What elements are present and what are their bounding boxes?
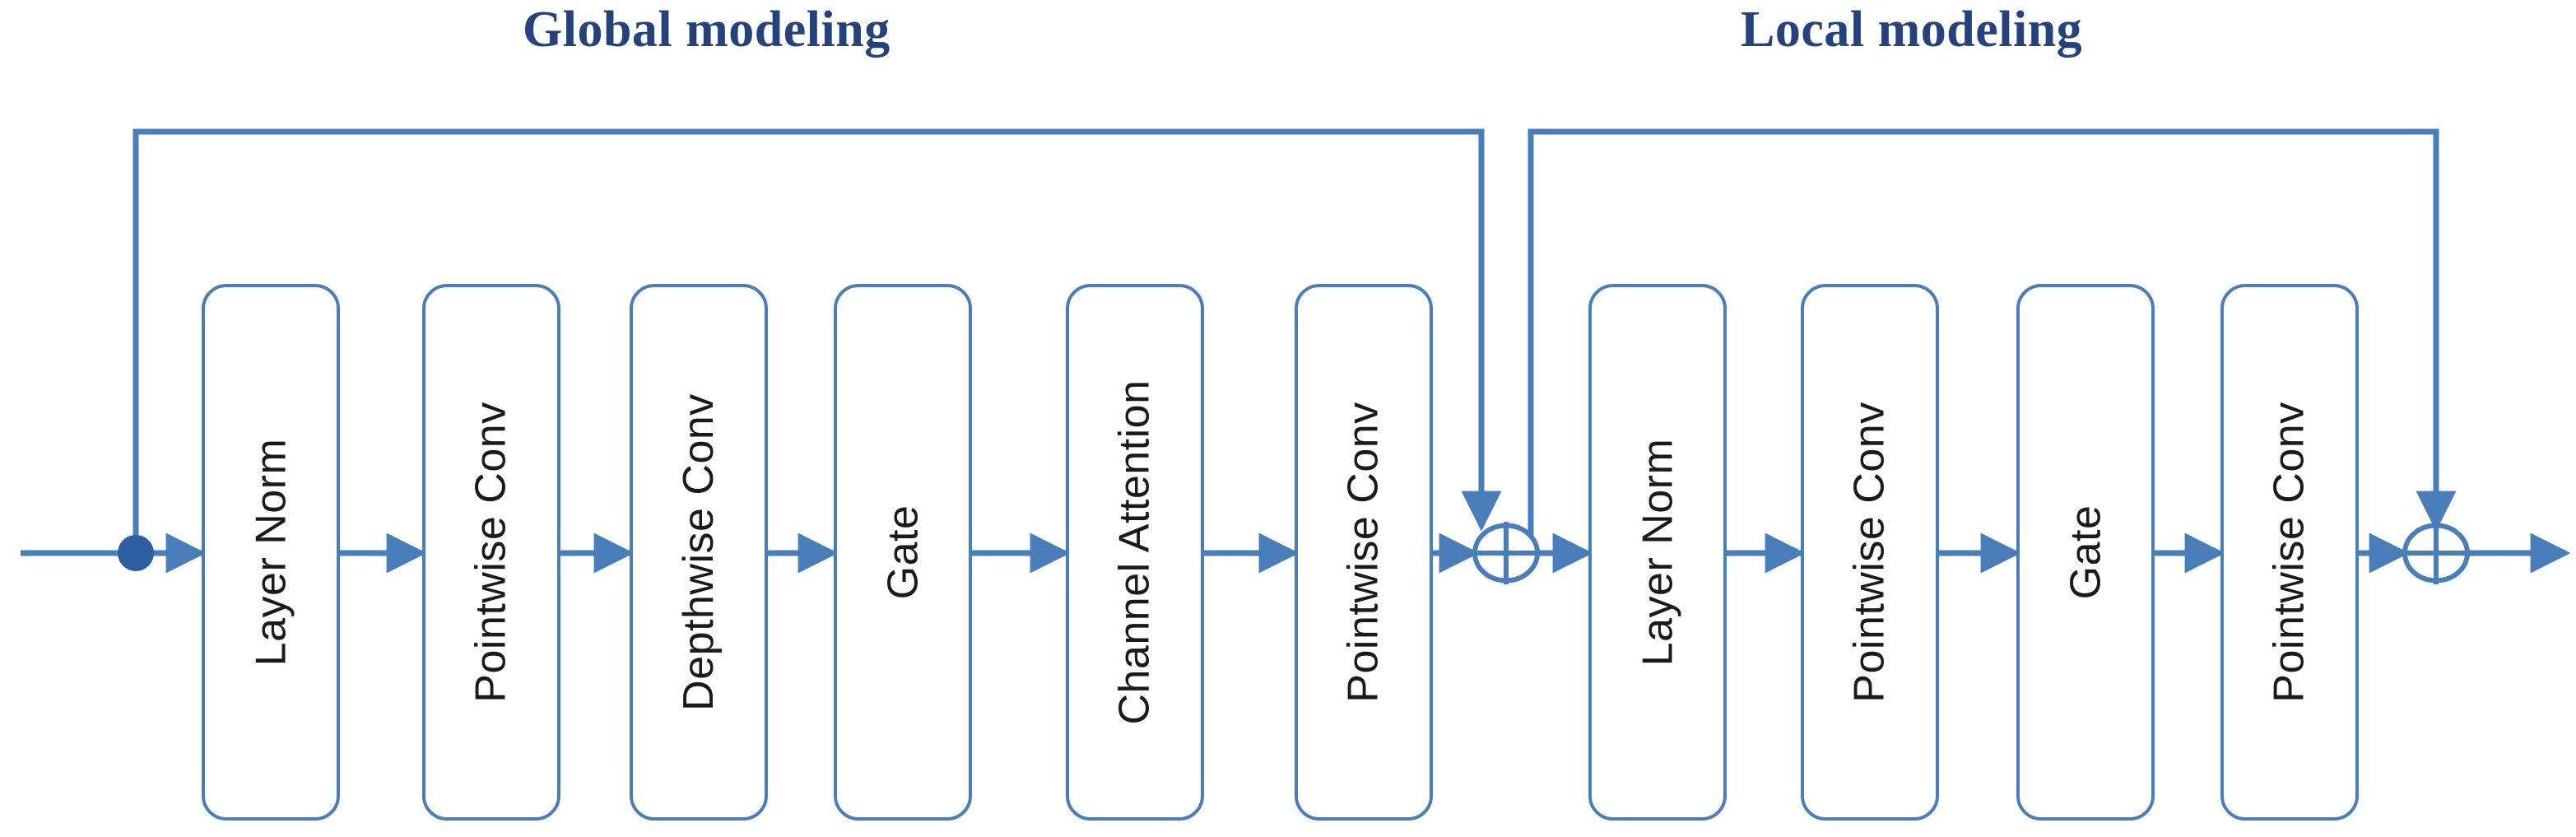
block-local-pointwise-conv-2[interactable]: Pointwise Conv (2220, 284, 2359, 821)
block-global-depthwise-conv[interactable]: Depthwise Conv (630, 284, 768, 821)
block-label-global-pointwise-conv-1: Pointwise Conv (467, 402, 516, 703)
block-label-global-layer-norm: Layer Norm (247, 438, 295, 667)
block-global-gate[interactable]: Gate (834, 284, 972, 821)
block-label-global-depthwise-conv: Depthwise Conv (675, 393, 723, 711)
junction-dot-node (118, 535, 154, 571)
section-title-global-modeling: Global modeling (523, 2, 890, 58)
block-global-channel-attention[interactable]: Channel Attention (1066, 284, 1204, 821)
block-label-global-gate: Gate (878, 505, 927, 600)
skip-connection-global-modeling (133, 128, 1502, 553)
block-label-local-layer-norm: Layer Norm (1634, 438, 1682, 667)
skip-connection-local-modeling (1527, 128, 2457, 553)
block-label-local-pointwise-conv-1: Pointwise Conv (1846, 402, 1895, 703)
block-global-layer-norm[interactable]: Layer Norm (202, 284, 340, 821)
adder-local-node (2402, 522, 2470, 584)
adder-global-node (1472, 522, 1540, 584)
section-title-local-modeling: Local modeling (1741, 2, 2083, 58)
block-label-local-gate: Gate (2061, 505, 2109, 600)
block-label-global-channel-attention: Channel Attention (1111, 379, 1160, 725)
skip-connections (133, 128, 2457, 553)
block-local-pointwise-conv-1[interactable]: Pointwise Conv (1801, 284, 1939, 821)
block-local-gate[interactable]: Gate (2016, 284, 2155, 821)
block-label-local-pointwise-conv-2: Pointwise Conv (2266, 402, 2314, 703)
input-junction-dot (118, 535, 154, 571)
addition-nodes (1472, 522, 2470, 584)
block-label-global-pointwise-conv-2: Pointwise Conv (1340, 402, 1388, 703)
block-local-layer-norm[interactable]: Layer Norm (1588, 284, 1727, 821)
block-global-pointwise-conv-2[interactable]: Pointwise Conv (1295, 284, 1433, 821)
block-global-pointwise-conv-1[interactable]: Pointwise Conv (422, 284, 560, 821)
